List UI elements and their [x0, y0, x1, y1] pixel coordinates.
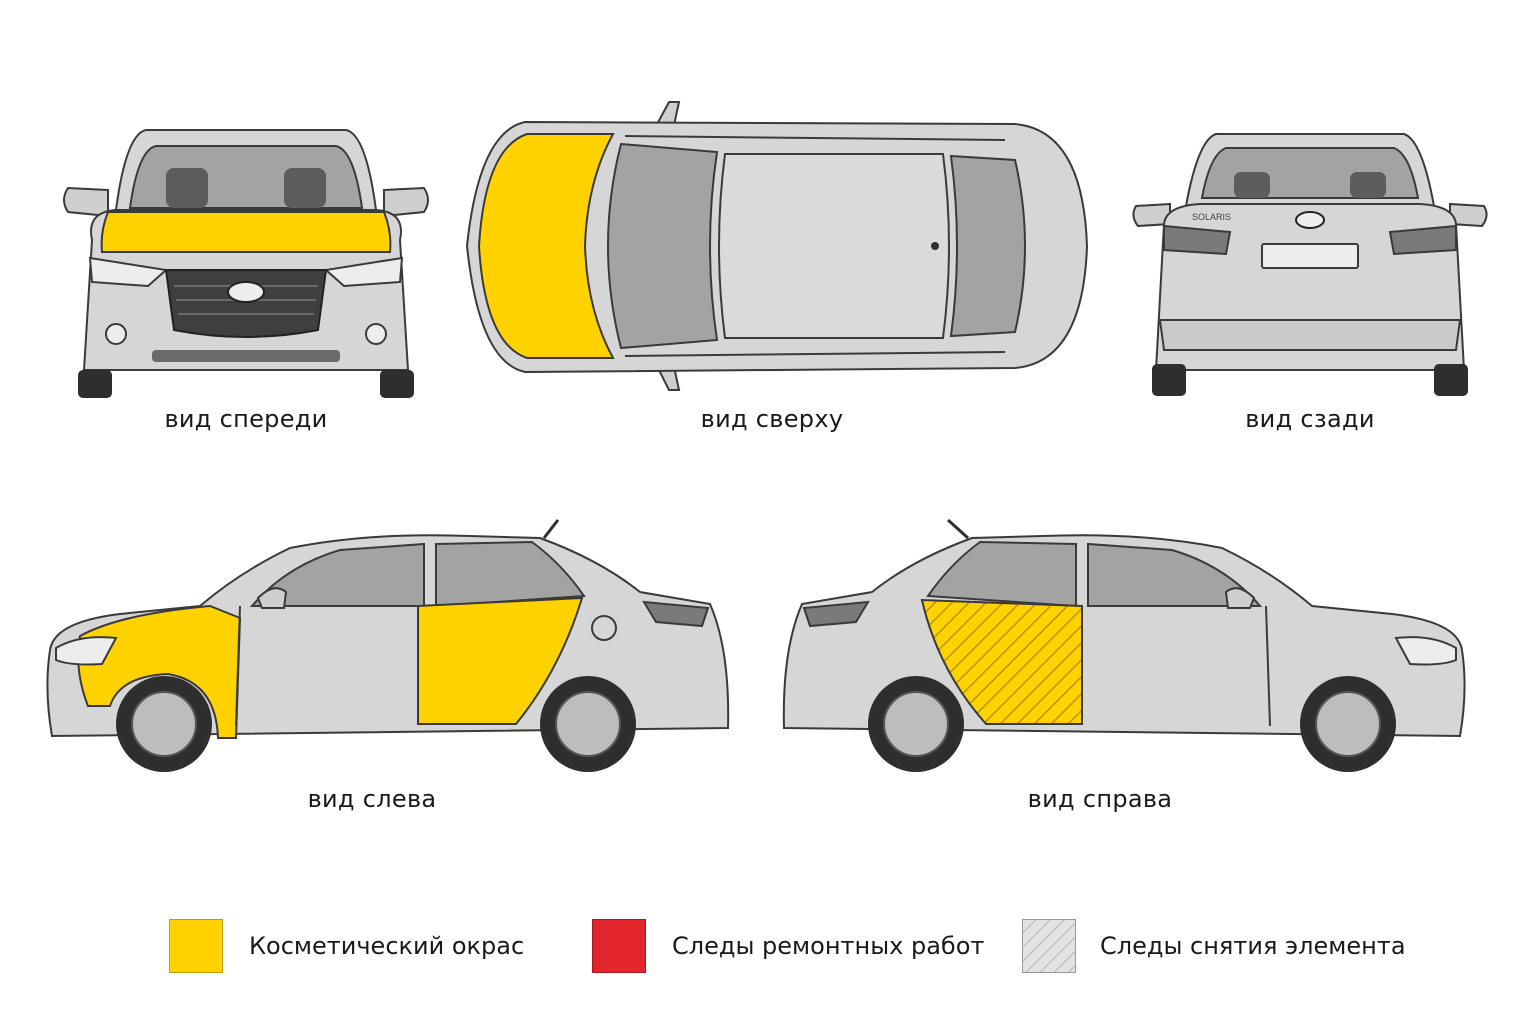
right-view [772, 510, 1472, 785]
rear-view-caption: вид сзади [1245, 405, 1375, 433]
right-view-drawing [782, 518, 1466, 772]
front-logo [227, 281, 265, 303]
front-left-mirror [63, 186, 109, 218]
legend-label-cosmetic: Косметический окрас [249, 932, 525, 960]
front-hood-painted [100, 211, 392, 253]
rear-mirror-right [1449, 202, 1488, 228]
right-front-rim [1315, 691, 1381, 757]
right-front-door-line [1265, 605, 1271, 727]
left-view [40, 510, 740, 785]
rear-view-drawing: SOLARIS [1132, 133, 1488, 396]
right-rear-rim [883, 691, 949, 757]
left-headlight [55, 636, 118, 666]
legend-swatch-cosmetic [169, 919, 223, 973]
front-headlight-right [323, 256, 404, 288]
left-antenna [542, 519, 560, 539]
top-view [455, 100, 1105, 400]
rear-view: SOLARIS [1130, 120, 1490, 410]
right-mirror [1224, 587, 1256, 609]
left-rear-window [435, 540, 586, 608]
top-side-line-upper [624, 135, 1006, 141]
front-right-mirror [383, 186, 429, 218]
right-view-caption: вид справа [1027, 785, 1173, 813]
front-fog-left [105, 323, 127, 345]
rear-badge: SOLARIS [1192, 212, 1231, 222]
rear-logo [1295, 211, 1325, 229]
left-rear-rim [555, 691, 621, 757]
left-front-fender-painted [77, 604, 242, 739]
legend-swatch-removal [1022, 919, 1076, 973]
front-seat-left [166, 168, 208, 208]
front-grille [164, 269, 328, 338]
rear-mirror-left [1132, 202, 1171, 228]
rear-headrest-right [1350, 172, 1386, 198]
right-taillight [802, 600, 870, 628]
top-view-drawing [465, 101, 1089, 391]
front-view-caption: вид спереди [164, 405, 328, 433]
left-view-drawing [46, 519, 730, 772]
left-taillight [642, 600, 710, 628]
right-rear-door-hatched [920, 598, 1083, 725]
right-rear-window [926, 540, 1077, 608]
front-tyre-left [78, 370, 112, 398]
right-headlight [1394, 636, 1457, 666]
front-seat-right [284, 168, 326, 208]
front-windshield [128, 145, 364, 209]
top-side-line-lower [624, 351, 1006, 357]
top-hood-painted [477, 133, 615, 359]
left-fuel-cap [591, 615, 617, 641]
left-view-caption: вид слева [307, 785, 437, 813]
rear-tyre-left [1152, 364, 1186, 396]
left-rear-door-painted [417, 596, 584, 725]
rear-plate [1261, 243, 1359, 269]
rear-headrest-left [1234, 172, 1270, 198]
top-windshield [607, 142, 719, 350]
right-antenna [946, 518, 970, 540]
left-front-door-line [235, 605, 241, 727]
front-view-drawing [63, 129, 429, 398]
legend-label-repair: Следы ремонтных работ [672, 932, 985, 960]
top-rear-window [949, 154, 1026, 338]
top-antenna [931, 242, 939, 250]
top-view-caption: вид сверху [700, 405, 844, 433]
left-front-rim [131, 691, 197, 757]
front-tyre-right [380, 370, 414, 398]
rear-taillight-left [1163, 224, 1232, 256]
legend-swatch-repair [592, 919, 646, 973]
rear-tyre-right [1434, 364, 1468, 396]
top-roof [718, 153, 950, 339]
front-view [56, 120, 436, 410]
rear-taillight-right [1388, 224, 1457, 256]
rear-bumper [1158, 319, 1462, 351]
front-fog-right [365, 323, 387, 345]
front-headlight-left [88, 256, 169, 288]
left-mirror [256, 587, 288, 609]
legend-label-removal: Следы снятия элемента [1100, 932, 1406, 960]
front-lower-intake [152, 350, 340, 362]
